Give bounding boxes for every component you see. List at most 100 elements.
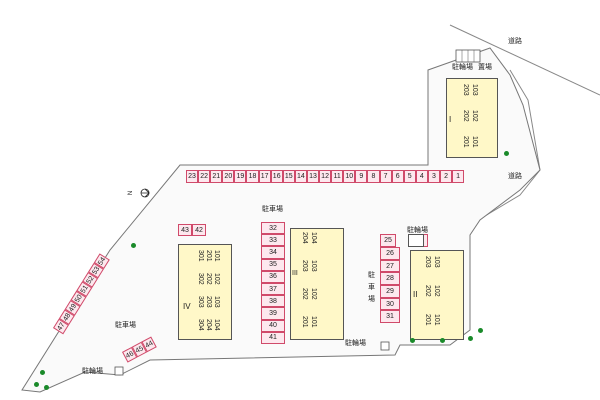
- parking-space: 32: [261, 222, 285, 235]
- tree-2: [131, 243, 136, 248]
- bicycle-label-mid: 駐輪場: [407, 227, 428, 234]
- parking-space: 21: [210, 170, 223, 183]
- parking-space: 5: [403, 170, 416, 183]
- unit-number: 204: [205, 319, 212, 331]
- parking-space: 28: [380, 272, 400, 286]
- parking-space: 1: [452, 170, 465, 183]
- parking-space: 27: [380, 259, 400, 273]
- parking-space: 26: [380, 247, 400, 260]
- unit-number: 103: [213, 296, 220, 308]
- parking-space: 19: [234, 170, 247, 183]
- unit-number: 103: [471, 84, 478, 96]
- unit-number: 102: [310, 288, 317, 300]
- parking-space: 9: [355, 170, 368, 183]
- parking-space: 11: [331, 170, 344, 183]
- parking-space: 38: [261, 295, 285, 308]
- bicycle-label-bottom-left: 駐輪場: [82, 368, 103, 375]
- unit-number: 202: [462, 110, 469, 122]
- bicycle-box-mid: [380, 341, 390, 351]
- unit-number: 201: [205, 250, 212, 262]
- tree-9: [44, 385, 49, 390]
- parking-space: 34: [261, 246, 285, 259]
- unit-number: 103: [310, 260, 317, 272]
- tree-5: [468, 336, 473, 341]
- building-I-label: I: [449, 115, 452, 124]
- unit-number: 101: [433, 314, 440, 326]
- tree-7: [40, 370, 45, 375]
- parking-space: 42: [192, 224, 206, 236]
- bicycle-box-left: [114, 366, 124, 376]
- parking-space: 16: [270, 170, 283, 183]
- parking-space: 25: [380, 234, 396, 247]
- building-III-label: III: [292, 270, 298, 277]
- parking-space: 31: [380, 310, 400, 324]
- parking-space: 4: [415, 170, 428, 183]
- parking-label-right-2: 車: [368, 284, 375, 291]
- parking-space: 14: [294, 170, 307, 183]
- unit-number: 302: [197, 273, 204, 285]
- parking-space: 7: [379, 170, 392, 183]
- tree-6: [478, 328, 483, 333]
- parking-space: 29: [380, 285, 400, 298]
- building-IV-label: IV: [183, 302, 191, 311]
- parking-space: 10: [343, 170, 356, 183]
- parking-space: 35: [261, 258, 285, 271]
- parking-space: 12: [319, 170, 332, 183]
- unit-number: 104: [310, 232, 317, 244]
- road-edge-top: [449, 24, 600, 96]
- parking-space: 3: [427, 170, 440, 183]
- unit-number: 203: [205, 296, 212, 308]
- unit-number: 201: [301, 316, 308, 328]
- parking-space: 15: [282, 170, 295, 183]
- unit-number: 101: [213, 250, 220, 262]
- unit-number: 102: [433, 285, 440, 297]
- parking-space: 39: [261, 307, 285, 320]
- north-arrow-icon: [141, 188, 150, 198]
- tree-3: [410, 338, 415, 343]
- parking-space: 17: [258, 170, 271, 183]
- parking-space: 2: [439, 170, 453, 183]
- bicycle-box-mid-top: [408, 234, 424, 247]
- building-III: [290, 228, 344, 340]
- building-II: [410, 250, 464, 340]
- unit-number: 203: [301, 260, 308, 272]
- parking-space: 41: [261, 331, 285, 344]
- parking-label-right-1: 駐: [368, 272, 375, 279]
- tree-1: [504, 151, 509, 156]
- parking-label-right-3: 場: [368, 296, 375, 303]
- storage-label-top: 置場: [478, 64, 492, 71]
- parking-space: 40: [261, 319, 285, 332]
- parking-space: 22: [198, 170, 211, 183]
- unit-number: 203: [424, 256, 431, 268]
- parking-space: 18: [246, 170, 259, 183]
- road-label-top: 道路: [508, 38, 522, 45]
- parking-space: 6: [391, 170, 404, 183]
- unit-number: 202: [301, 288, 308, 300]
- unit-number: 203: [462, 84, 469, 96]
- parking-space: 23: [186, 170, 199, 183]
- parking-space: 8: [367, 170, 380, 183]
- road-label-right: 道路: [508, 173, 522, 180]
- parking-space: 20: [222, 170, 235, 183]
- parking-space: 37: [261, 282, 285, 296]
- parking-space: 36: [261, 270, 285, 283]
- parking-space: 30: [380, 297, 400, 311]
- parking-label-left: 駐車場: [115, 322, 136, 329]
- bicycle-label-bottom-mid: 駐輪場: [345, 340, 366, 347]
- unit-number: 301: [197, 250, 204, 262]
- unit-number: 104: [213, 319, 220, 331]
- bicycle-label-top: 駐輪場: [452, 64, 473, 71]
- unit-number: 303: [197, 296, 204, 308]
- parking-space: 43: [178, 224, 192, 236]
- building-IV: [178, 244, 232, 340]
- parking-space: 13: [306, 170, 320, 183]
- parking-label-main: 駐車場: [262, 206, 283, 213]
- unit-number: 202: [205, 273, 212, 285]
- unit-number: 201: [424, 314, 431, 326]
- unit-number: 204: [301, 232, 308, 244]
